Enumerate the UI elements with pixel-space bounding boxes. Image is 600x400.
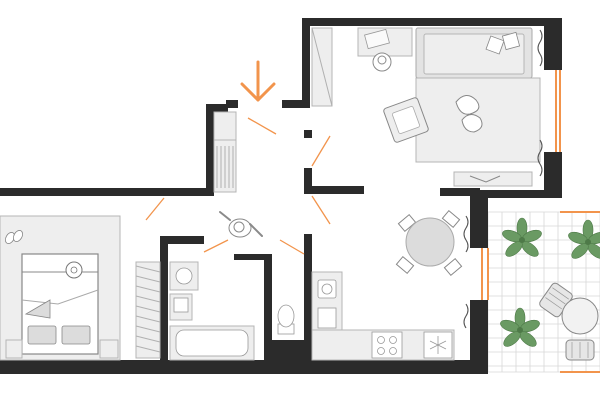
nightstand (5, 339, 23, 359)
entrance-hall (213, 111, 263, 238)
slippers-icon (5, 230, 23, 244)
coffee-table (455, 95, 480, 115)
balcony-table (561, 297, 599, 335)
wall-right-middle (544, 152, 562, 192)
wall-kitchen-right-upper (470, 198, 488, 248)
wall-living-left (302, 18, 310, 108)
person-icon (219, 211, 263, 238)
wall-hall-left (206, 104, 214, 196)
cushion-icon (485, 35, 505, 55)
living-sofa (415, 27, 533, 79)
laptop-icon (364, 28, 390, 50)
bedroom-wardrobe (135, 261, 161, 359)
dining-table (405, 217, 455, 267)
stove-icon (371, 331, 403, 359)
toilet-icon (277, 304, 295, 335)
washing-machine-icon (175, 267, 193, 285)
hall-shelf (213, 111, 237, 141)
balcony-glazing (487, 211, 600, 373)
door-bedroom (145, 197, 165, 221)
wall-kitchen-right-lower (470, 300, 488, 374)
pillow-icon (61, 325, 91, 345)
wall-right-upper (544, 18, 562, 70)
cat-icon (65, 261, 83, 279)
desk-chair (372, 52, 392, 72)
arrow-down-icon (240, 60, 276, 102)
dining-chair (395, 255, 415, 275)
bed (21, 253, 99, 355)
curtain-icon (537, 29, 543, 67)
wall-bottom (0, 360, 488, 374)
curtain-icon (537, 139, 543, 177)
balcony-furniture (500, 217, 600, 361)
fridge-icon (423, 331, 453, 359)
washing-machine-icon (317, 279, 337, 299)
dining-set (395, 209, 463, 277)
curtain-icon (463, 303, 469, 329)
door-kitchen (311, 195, 331, 225)
dining-chair (397, 213, 417, 233)
bathtub (169, 325, 255, 361)
curtain-icon (463, 215, 469, 253)
wall-bathroom-left (160, 236, 168, 374)
wall-step-right (470, 190, 562, 198)
bathroom (169, 261, 295, 361)
wall-top-living (302, 18, 562, 26)
sink-icon (173, 297, 189, 313)
wall-kitchen-top (304, 186, 364, 194)
wall-bathroom-top (234, 254, 272, 260)
walls (0, 18, 562, 374)
wall-bedroom-top (0, 188, 214, 196)
dining-chair (441, 209, 461, 229)
side-table (461, 114, 483, 133)
door-hall-right (279, 239, 305, 255)
door-hall-top (247, 117, 277, 135)
door-living (311, 135, 331, 167)
door-bathroom (203, 239, 229, 253)
plant-icon (500, 307, 540, 347)
living-room (311, 27, 543, 187)
kitchen-dining (311, 209, 469, 361)
plant-icon (568, 219, 600, 259)
wall-bathroom-right (264, 254, 272, 374)
lounge-chair (565, 339, 595, 361)
bedroom (0, 215, 161, 361)
pillow-icon (27, 325, 57, 345)
tv-icon (469, 175, 501, 183)
kitchen-sink-icon (317, 307, 337, 329)
plant-icon (502, 217, 542, 257)
cushion-icon (501, 31, 521, 51)
nightstand (99, 339, 119, 359)
dining-chair (443, 257, 463, 277)
armchair (383, 97, 429, 143)
door-swings (145, 117, 331, 255)
wall-kitchen-left (304, 234, 312, 374)
